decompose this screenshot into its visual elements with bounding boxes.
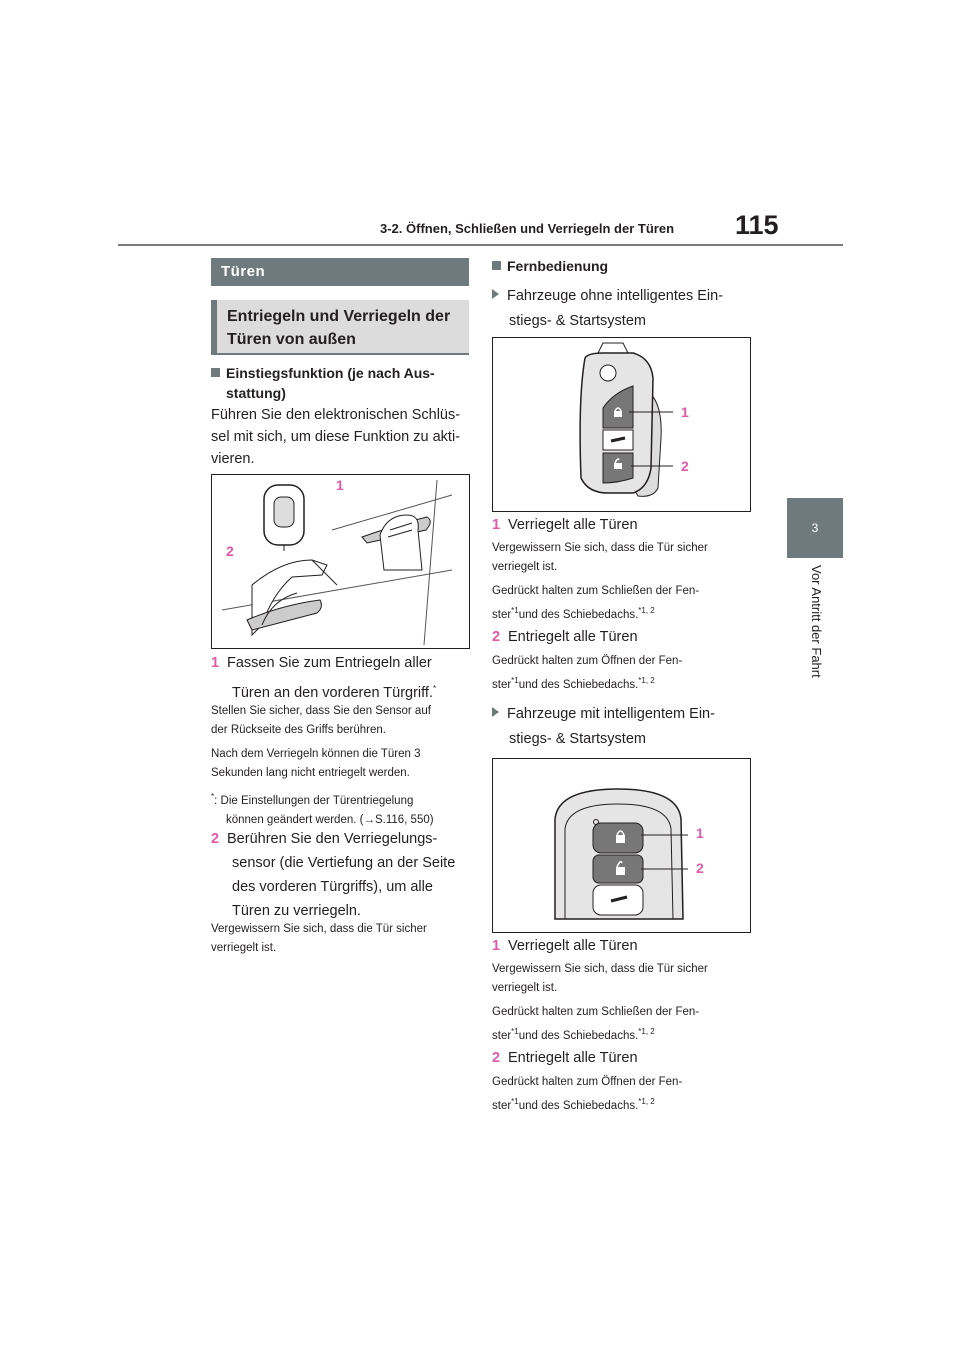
note: Vergewissern Sie sich, dass die Tür sich… [492, 963, 708, 994]
remote-heading: Fernbedienung [492, 256, 752, 276]
note: Vergewissern Sie sich, dass die Tür sich… [211, 923, 427, 954]
subheading-without-smart-entry: Fahrzeuge ohne intelligentes Ein- stiegs… [492, 285, 752, 332]
intro-paragraph: Führen Sie den elektronischen Schlüs- se… [211, 407, 461, 467]
smart-key-icon [554, 788, 688, 920]
smart-key-illustration: 1 2 [492, 758, 751, 933]
subheading-with-smart-entry: Fahrzeuge mit intelligentem Ein- stiegs-… [492, 703, 752, 750]
chapter-tab: 3 [787, 498, 843, 558]
figure-label-1: 1 [681, 404, 689, 420]
section-title: 3-2. Öffnen, Schließen und Verriegeln de… [380, 221, 675, 236]
triangle-bullet-icon [492, 289, 499, 299]
square-bullet-icon [492, 261, 501, 270]
triangle-bullet-icon [492, 707, 499, 717]
door-handle-illustration: 1 2 [211, 474, 470, 649]
note: Nach dem Verriegeln können die Türen 3 S… [211, 748, 421, 779]
figure-label-1: 1 [336, 477, 344, 493]
note: Gedrückt halten zum Öffnen der Fen- ster… [492, 655, 683, 691]
header-rule [118, 244, 843, 246]
note: Gedrückt halten zum Schließen der Fen- s… [492, 1006, 700, 1042]
figure-label-2: 2 [696, 860, 704, 876]
entry-function-heading: Einstiegsfunktion (je nach Aus- stattung… [211, 363, 469, 403]
note: Gedrückt halten zum Schließen der Fen- s… [492, 585, 700, 621]
figure-label-2: 2 [681, 458, 689, 474]
note: Stellen Sie sicher, dass Sie den Sensor … [211, 705, 431, 736]
page-number: 115 [735, 210, 779, 240]
flip-key-icon [579, 342, 673, 497]
figure-label-1: 1 [696, 825, 704, 841]
section-heading: Türen [211, 258, 469, 286]
flip-key-illustration: 1 2 [492, 337, 751, 512]
figure-label-2: 2 [226, 543, 234, 559]
footnote: *: Die Einstellungen der Türentriegelung… [211, 792, 434, 826]
hand-on-door-handle-icon [221, 479, 453, 646]
subsection-heading: Entriegeln und Verriegeln der Türen von … [211, 300, 469, 355]
note: Gedrückt halten zum Öffnen der Fen- ster… [492, 1076, 683, 1112]
square-bullet-icon [211, 368, 220, 377]
chapter-label: Vor Antritt der Fahrt [809, 565, 824, 678]
note: Vergewissern Sie sich, dass die Tür sich… [492, 542, 708, 573]
